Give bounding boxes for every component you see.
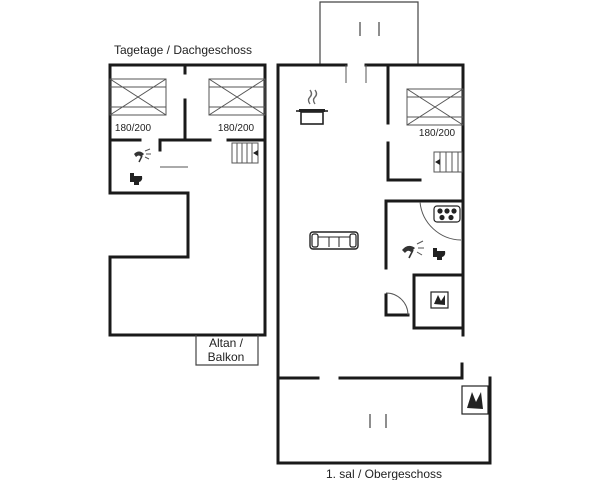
bed-2 [208, 78, 266, 116]
washing-machine-icon [461, 385, 489, 415]
hob-icon [433, 205, 461, 223]
bed-2-size: 180/200 [218, 123, 255, 134]
toilet-icon [130, 173, 143, 185]
first-floor-outline [276, 63, 492, 465]
sofa-icon [309, 231, 359, 250]
shower-icon [134, 148, 151, 163]
balcony [195, 335, 259, 366]
first-floor-title: 1. sal / Obergeschoss [326, 467, 442, 480]
top-floor-outline [108, 63, 267, 337]
bed-1 [109, 78, 167, 116]
balcony-label-line1: Altan / [209, 336, 244, 350]
bed-3-size: 180/200 [419, 128, 456, 139]
door-swings [345, 65, 462, 316]
balcony-label-line2: Balkon [208, 350, 245, 364]
bay-window [319, 1, 419, 65]
stairs-icon [433, 151, 463, 173]
bed-3 [406, 88, 464, 126]
bed-1-size: 180/200 [115, 123, 152, 134]
washing-machine-icon [430, 291, 449, 309]
shower-icon [402, 240, 424, 259]
top-floor-title: Tagetage / Dachgeschoss [114, 43, 252, 57]
toilet-icon [433, 248, 446, 260]
cooking-pot-icon [296, 89, 328, 125]
stairs-icon [231, 142, 259, 164]
